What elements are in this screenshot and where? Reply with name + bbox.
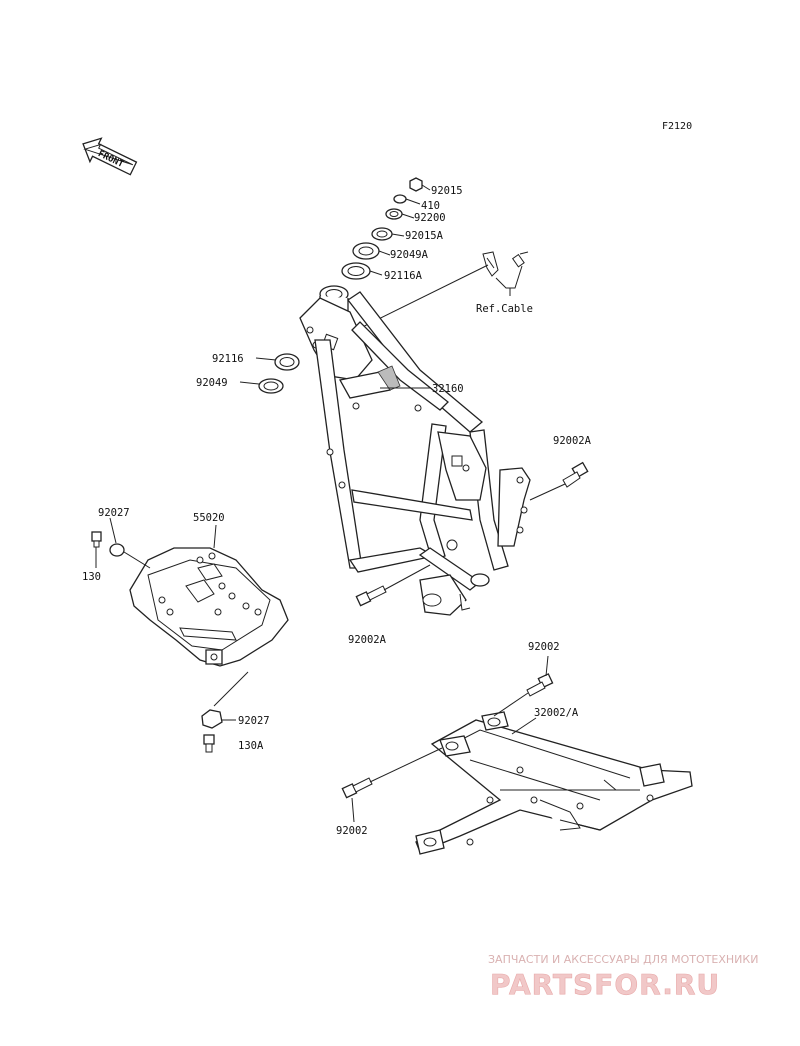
label-92116a: 92116A <box>384 270 423 282</box>
label-55020: 55020 <box>193 512 225 524</box>
label-130: 130 <box>82 571 101 583</box>
bolt-130a-icon <box>203 734 215 753</box>
front-arrow-icon: FRONT <box>82 137 138 176</box>
stem-nut-icon <box>409 177 423 192</box>
main-frame-icon <box>299 285 531 616</box>
label-92002a-bottom: 92002A <box>348 634 387 646</box>
label-92015: 92015 <box>431 185 463 197</box>
label-92200: 92200 <box>414 212 446 224</box>
label-92015a: 92015A <box>405 230 444 242</box>
race-92116-icon <box>274 353 300 371</box>
label-92116: 92116 <box>212 353 244 365</box>
label-92027-bottom: 92027 <box>238 715 270 727</box>
label-32160: 32160 <box>432 383 464 395</box>
steering-bearing-stack <box>341 177 431 280</box>
label-92027-top: 92027 <box>98 507 130 519</box>
sub-frame-icon <box>415 711 693 855</box>
bolt-130-icon <box>91 531 102 548</box>
bolt-92002a-lower-icon <box>355 585 387 607</box>
label-92049a: 92049A <box>390 249 429 261</box>
watermark-tagline: ЗАПЧАСТИ И АКСЕССУАРЫ ДЛЯ МОТОТЕХНИКИ <box>488 953 758 966</box>
bolt-92002-lower-icon <box>341 777 373 799</box>
bolt-92002a-icon <box>562 461 589 488</box>
label-92002-bottom: 92002 <box>336 825 368 837</box>
label-32002a: 32002/A <box>534 707 579 719</box>
label-130a: 130A <box>238 740 264 752</box>
label-410: 410 <box>421 200 440 212</box>
washer-410-icon <box>393 194 407 204</box>
label-92002a-top: 92002A <box>553 435 592 447</box>
skid-plate-icon <box>129 547 289 667</box>
diagram-id: F2120 <box>662 121 692 132</box>
collar-92027-lower-icon <box>201 709 223 729</box>
cable-guide-icon <box>482 251 529 296</box>
label-92002-top: 92002 <box>528 641 560 653</box>
bearing-92049-icon <box>258 378 284 394</box>
watermark-logo: PARTSFOR.RU <box>490 968 720 1001</box>
collar-92027-icon <box>109 543 125 557</box>
bolt-92002-icon <box>526 673 554 697</box>
label-92049: 92049 <box>196 377 228 389</box>
label-ref-cable: Ref.Cable <box>476 303 533 315</box>
